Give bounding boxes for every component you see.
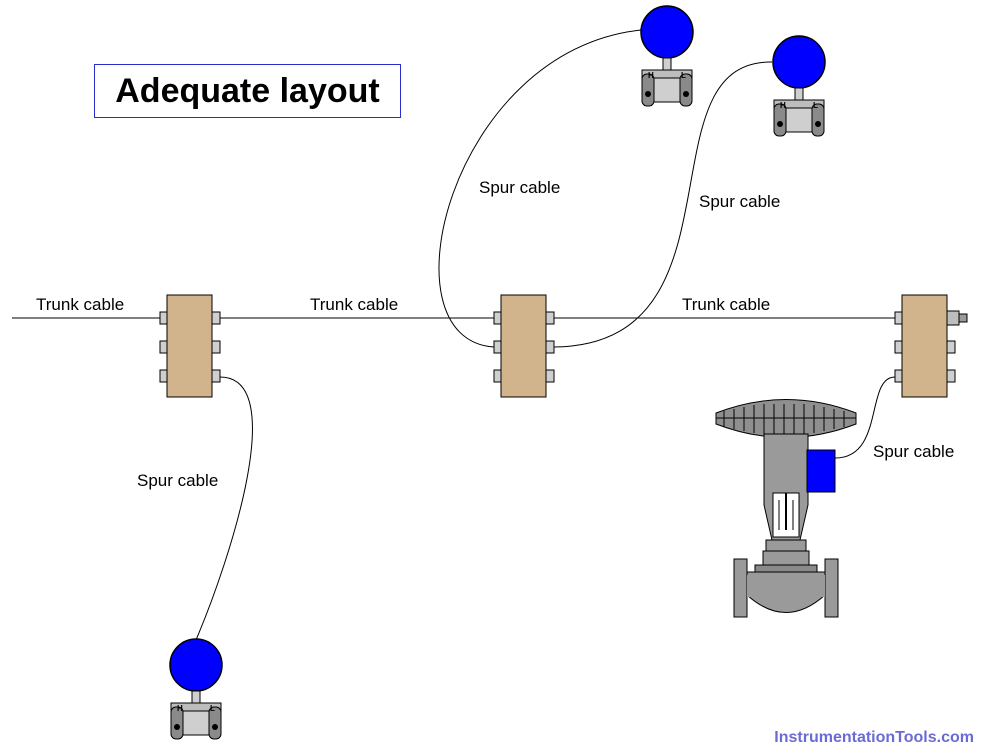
valve-positioner-icon (806, 449, 836, 493)
pressure-transmitter-icon-bottom (169, 638, 223, 740)
title-box: Adequate layout (94, 64, 401, 118)
spur-cable-label-top-right: Spur cable (699, 192, 780, 211)
control-valve-icon (715, 399, 857, 618)
spur-line-bottom-left (195, 376, 253, 641)
terminator-icon (946, 310, 968, 326)
spur-cable-label-valve: Spur cable (873, 442, 954, 461)
tx2-high-port-label: H (780, 101, 786, 110)
trunk-cable-label-right: Trunk cable (682, 295, 770, 314)
spur-cable-label-top-left: Spur cable (479, 178, 560, 197)
spur-line-valve (834, 376, 896, 459)
watermark-text: InstrumentationTools.com (774, 729, 974, 746)
pressure-transmitter-icon-top-right (772, 35, 826, 137)
tx1-high-port-label: H (648, 71, 654, 80)
tx3-high-port-label: H (177, 704, 183, 713)
tx1-low-port-label: L (681, 71, 686, 80)
pressure-transmitter-icon-top-left (640, 5, 694, 107)
spur-line-top-right (553, 61, 773, 348)
junction-box-1 (159, 294, 221, 398)
junction-box-3 (894, 294, 956, 398)
page-title: Adequate layout (115, 71, 380, 110)
junction-box-2 (493, 294, 555, 398)
spur-line-top-left (438, 29, 642, 348)
trunk-cable-label-left: Trunk cable (36, 295, 124, 314)
tx3-low-port-label: L (210, 704, 215, 713)
trunk-cable-label-middle: Trunk cable (310, 295, 398, 314)
spur-cable-label-bottom-left: Spur cable (137, 471, 218, 490)
tx2-low-port-label: L (813, 101, 818, 110)
